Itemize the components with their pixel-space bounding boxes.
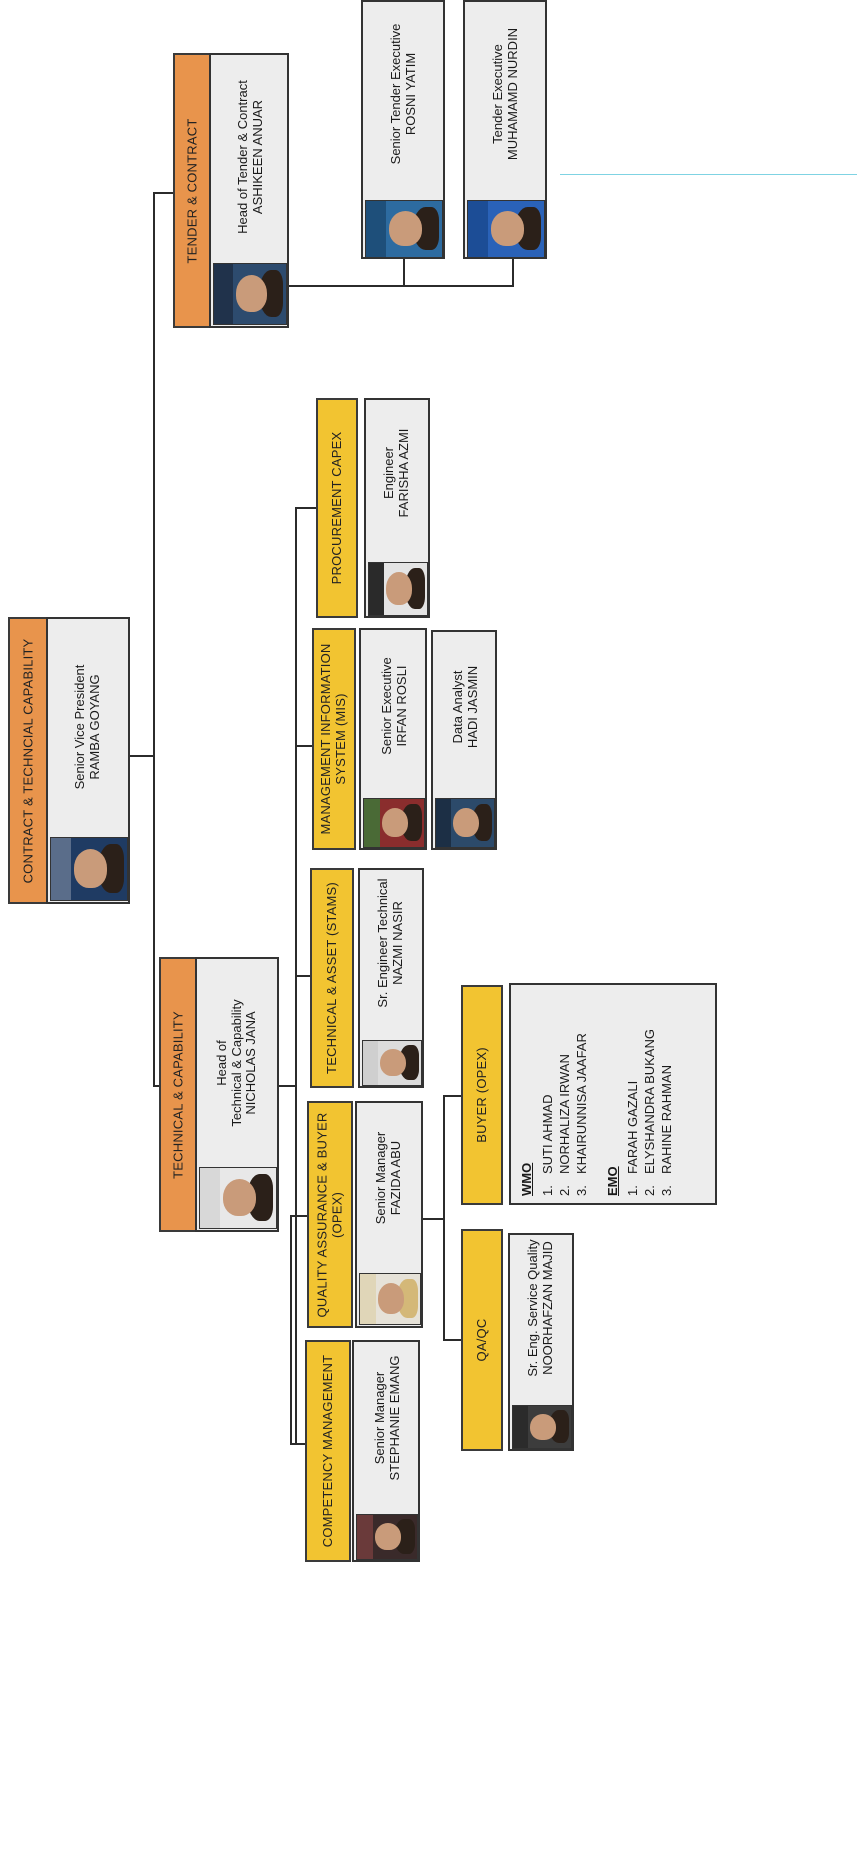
competency-photo xyxy=(356,1514,418,1560)
root-header: CONTRACT & TECHNCIAL CAPABILITY xyxy=(8,617,48,904)
list-item: 2.ELYSHANDRA BUKANG xyxy=(642,1029,658,1196)
tech-title-line1: Head of xyxy=(213,1040,229,1086)
connector xyxy=(443,1095,463,1097)
list-item: 2.NORHALIZA IRWAN xyxy=(556,1054,572,1196)
stams-photo xyxy=(362,1040,422,1086)
buyer-list: WMO 1.SUTI AHMAD 2.NORHALIZA IRWAN 3.KHA… xyxy=(511,1029,676,1202)
competency-title: Senior Manager xyxy=(372,1371,388,1465)
scan-line xyxy=(560,174,857,175)
list-item: 3.RAHINE RAHMAN xyxy=(659,1064,675,1196)
connector xyxy=(290,1215,307,1217)
connector xyxy=(295,507,317,509)
list-item: 3.KHAIRUNNISA JAAFAR xyxy=(573,1033,589,1196)
root-photo xyxy=(50,837,128,901)
qaqc-title: Sr. Eng. Service Quality xyxy=(525,1239,541,1377)
competency-name: STEPHANIE EMANG xyxy=(387,1355,402,1481)
tech-photo xyxy=(199,1167,277,1229)
mis-staff-name: IRFAN ROSLI xyxy=(394,665,409,747)
qa-buyer-photo xyxy=(359,1273,421,1325)
qaqc-name: NOORHAFZAN MAJID xyxy=(540,1241,555,1375)
procurement-photo xyxy=(368,562,428,616)
competency-header: COMPETENCY MANAGEMENT xyxy=(305,1340,351,1562)
connector xyxy=(153,192,173,194)
connector xyxy=(295,975,312,977)
connector xyxy=(420,1218,445,1220)
mis-staff-photo xyxy=(435,798,495,848)
qaqc-card: Sr. Eng. Service Quality NOORHAFZAN MAJI… xyxy=(508,1233,574,1451)
mis-staff-name: HADI JASMIN xyxy=(465,665,480,749)
connector xyxy=(443,1095,445,1340)
stams-card: Sr. Engineer Technical NAZMI NASIR xyxy=(358,868,424,1088)
connector xyxy=(290,1215,292,1443)
qa-buyer-title: Senior Manager xyxy=(373,1131,389,1225)
tech-card: Head of Technical & Capability NICHOLAS … xyxy=(195,957,279,1232)
buyer-group-label: WMO xyxy=(519,1162,534,1196)
mis-staff-title: Data Analyst xyxy=(450,670,466,744)
competency-header-label: COMPETENCY MANAGEMENT xyxy=(319,1354,335,1548)
root-card: Senior Vice President RAMBA GOYANG xyxy=(46,617,130,904)
tender-staff-photo xyxy=(365,200,443,257)
procurement-header-label: PROCUREMENT CAPEX xyxy=(328,431,344,585)
connector xyxy=(295,745,313,747)
procurement-title: Engineer xyxy=(381,446,397,500)
connector xyxy=(277,1085,297,1087)
stams-header-label: TECHNICAL & ASSET (STAMS) xyxy=(323,882,339,1074)
tech-title-line2: Technical & Capability xyxy=(228,999,244,1127)
buyer-card: WMO 1.SUTI AHMAD 2.NORHALIZA IRWAN 3.KHA… xyxy=(509,983,717,1205)
tender-staff-card: Senior Tender Executive ROSNI YATIM xyxy=(361,0,445,259)
mis-header: MANAGEMENT INFORMATION SYSTEM (MIS) xyxy=(312,628,356,850)
stams-header: TECHNICAL & ASSET (STAMS) xyxy=(310,868,354,1088)
qa-buyer-header-label: QUALITY ASSURANCE & BUYER (OPEX) xyxy=(314,1112,344,1317)
connector xyxy=(512,259,514,287)
connector xyxy=(443,1339,463,1341)
mis-staff-title: Senior Executive xyxy=(379,657,395,755)
tender-staff-title: Tender Executive xyxy=(490,44,506,144)
qa-buyer-header: QUALITY ASSURANCE & BUYER (OPEX) xyxy=(307,1101,353,1328)
tender-staff-photo xyxy=(467,200,545,257)
tender-header-label: TENDER & CONTRACT xyxy=(183,118,199,263)
buyer-group-label: EMO xyxy=(604,1166,620,1196)
mis-staff-card: Data Analyst HADI JASMIN xyxy=(431,630,497,850)
stams-title: Sr. Engineer Technical xyxy=(375,878,391,1008)
tender-title: Head of Tender & Contract xyxy=(235,80,251,234)
connector xyxy=(129,755,155,757)
list-item: 1.SUTI AHMAD xyxy=(539,1094,555,1196)
tender-staff-card: Tender Executive MUHAMAMD NURDIN xyxy=(463,0,547,259)
tech-header: TECHNICAL & CAPABILITY xyxy=(159,957,197,1232)
root-name: RAMBA GOYANG xyxy=(87,674,102,780)
list-item: 1.FARAH GAZALI xyxy=(625,1080,641,1196)
connector xyxy=(153,192,155,1087)
connector xyxy=(153,1085,159,1087)
tender-staff-title: Senior Tender Executive xyxy=(388,23,404,165)
qaqc-photo xyxy=(512,1405,572,1449)
root-title: Senior Vice President xyxy=(72,664,88,790)
connector xyxy=(290,1443,307,1445)
qa-buyer-name: FAZIDA ABU xyxy=(388,1140,403,1216)
tender-photo xyxy=(213,263,287,325)
mis-header-label: MANAGEMENT INFORMATION SYSTEM (MIS) xyxy=(318,643,348,835)
tender-name: ASHIKEEN ANUAR xyxy=(250,99,265,215)
mis-staff-photo xyxy=(363,798,425,848)
tender-staff-name: ROSNI YATIM xyxy=(403,52,418,136)
tender-card: Head of Tender & Contract ASHIKEEN ANUAR xyxy=(209,53,289,328)
mis-staff-card: Senior Executive IRFAN ROSLI xyxy=(359,628,427,850)
qa-buyer-card: Senior Manager FAZIDA ABU xyxy=(355,1101,423,1328)
tech-header-label: TECHNICAL & CAPABILITY xyxy=(169,1010,185,1179)
tender-staff-name: MUHAMAMD NURDIN xyxy=(505,27,520,161)
connector xyxy=(403,259,405,287)
stams-name: NAZMI NASIR xyxy=(390,901,405,985)
procurement-header: PROCUREMENT CAPEX xyxy=(316,398,358,618)
buyer-header-label: BUYER (OPEX) xyxy=(473,1047,489,1143)
connector xyxy=(287,285,514,287)
buyer-header: BUYER (OPEX) xyxy=(461,985,503,1205)
tech-name: NICHOLAS JANA xyxy=(243,1011,259,1115)
root-header-label: CONTRACT & TECHNCIAL CAPABILITY xyxy=(19,638,35,883)
qaqc-header: QA/QC xyxy=(461,1229,503,1451)
tender-header: TENDER & CONTRACT xyxy=(173,53,211,328)
qaqc-header-label: QA/QC xyxy=(473,1318,489,1362)
competency-card: Senior Manager STEPHANIE EMANG xyxy=(352,1340,420,1562)
procurement-card: Engineer FARISHA AZMI xyxy=(364,398,430,618)
procurement-name: FARISHA AZMI xyxy=(396,428,411,518)
